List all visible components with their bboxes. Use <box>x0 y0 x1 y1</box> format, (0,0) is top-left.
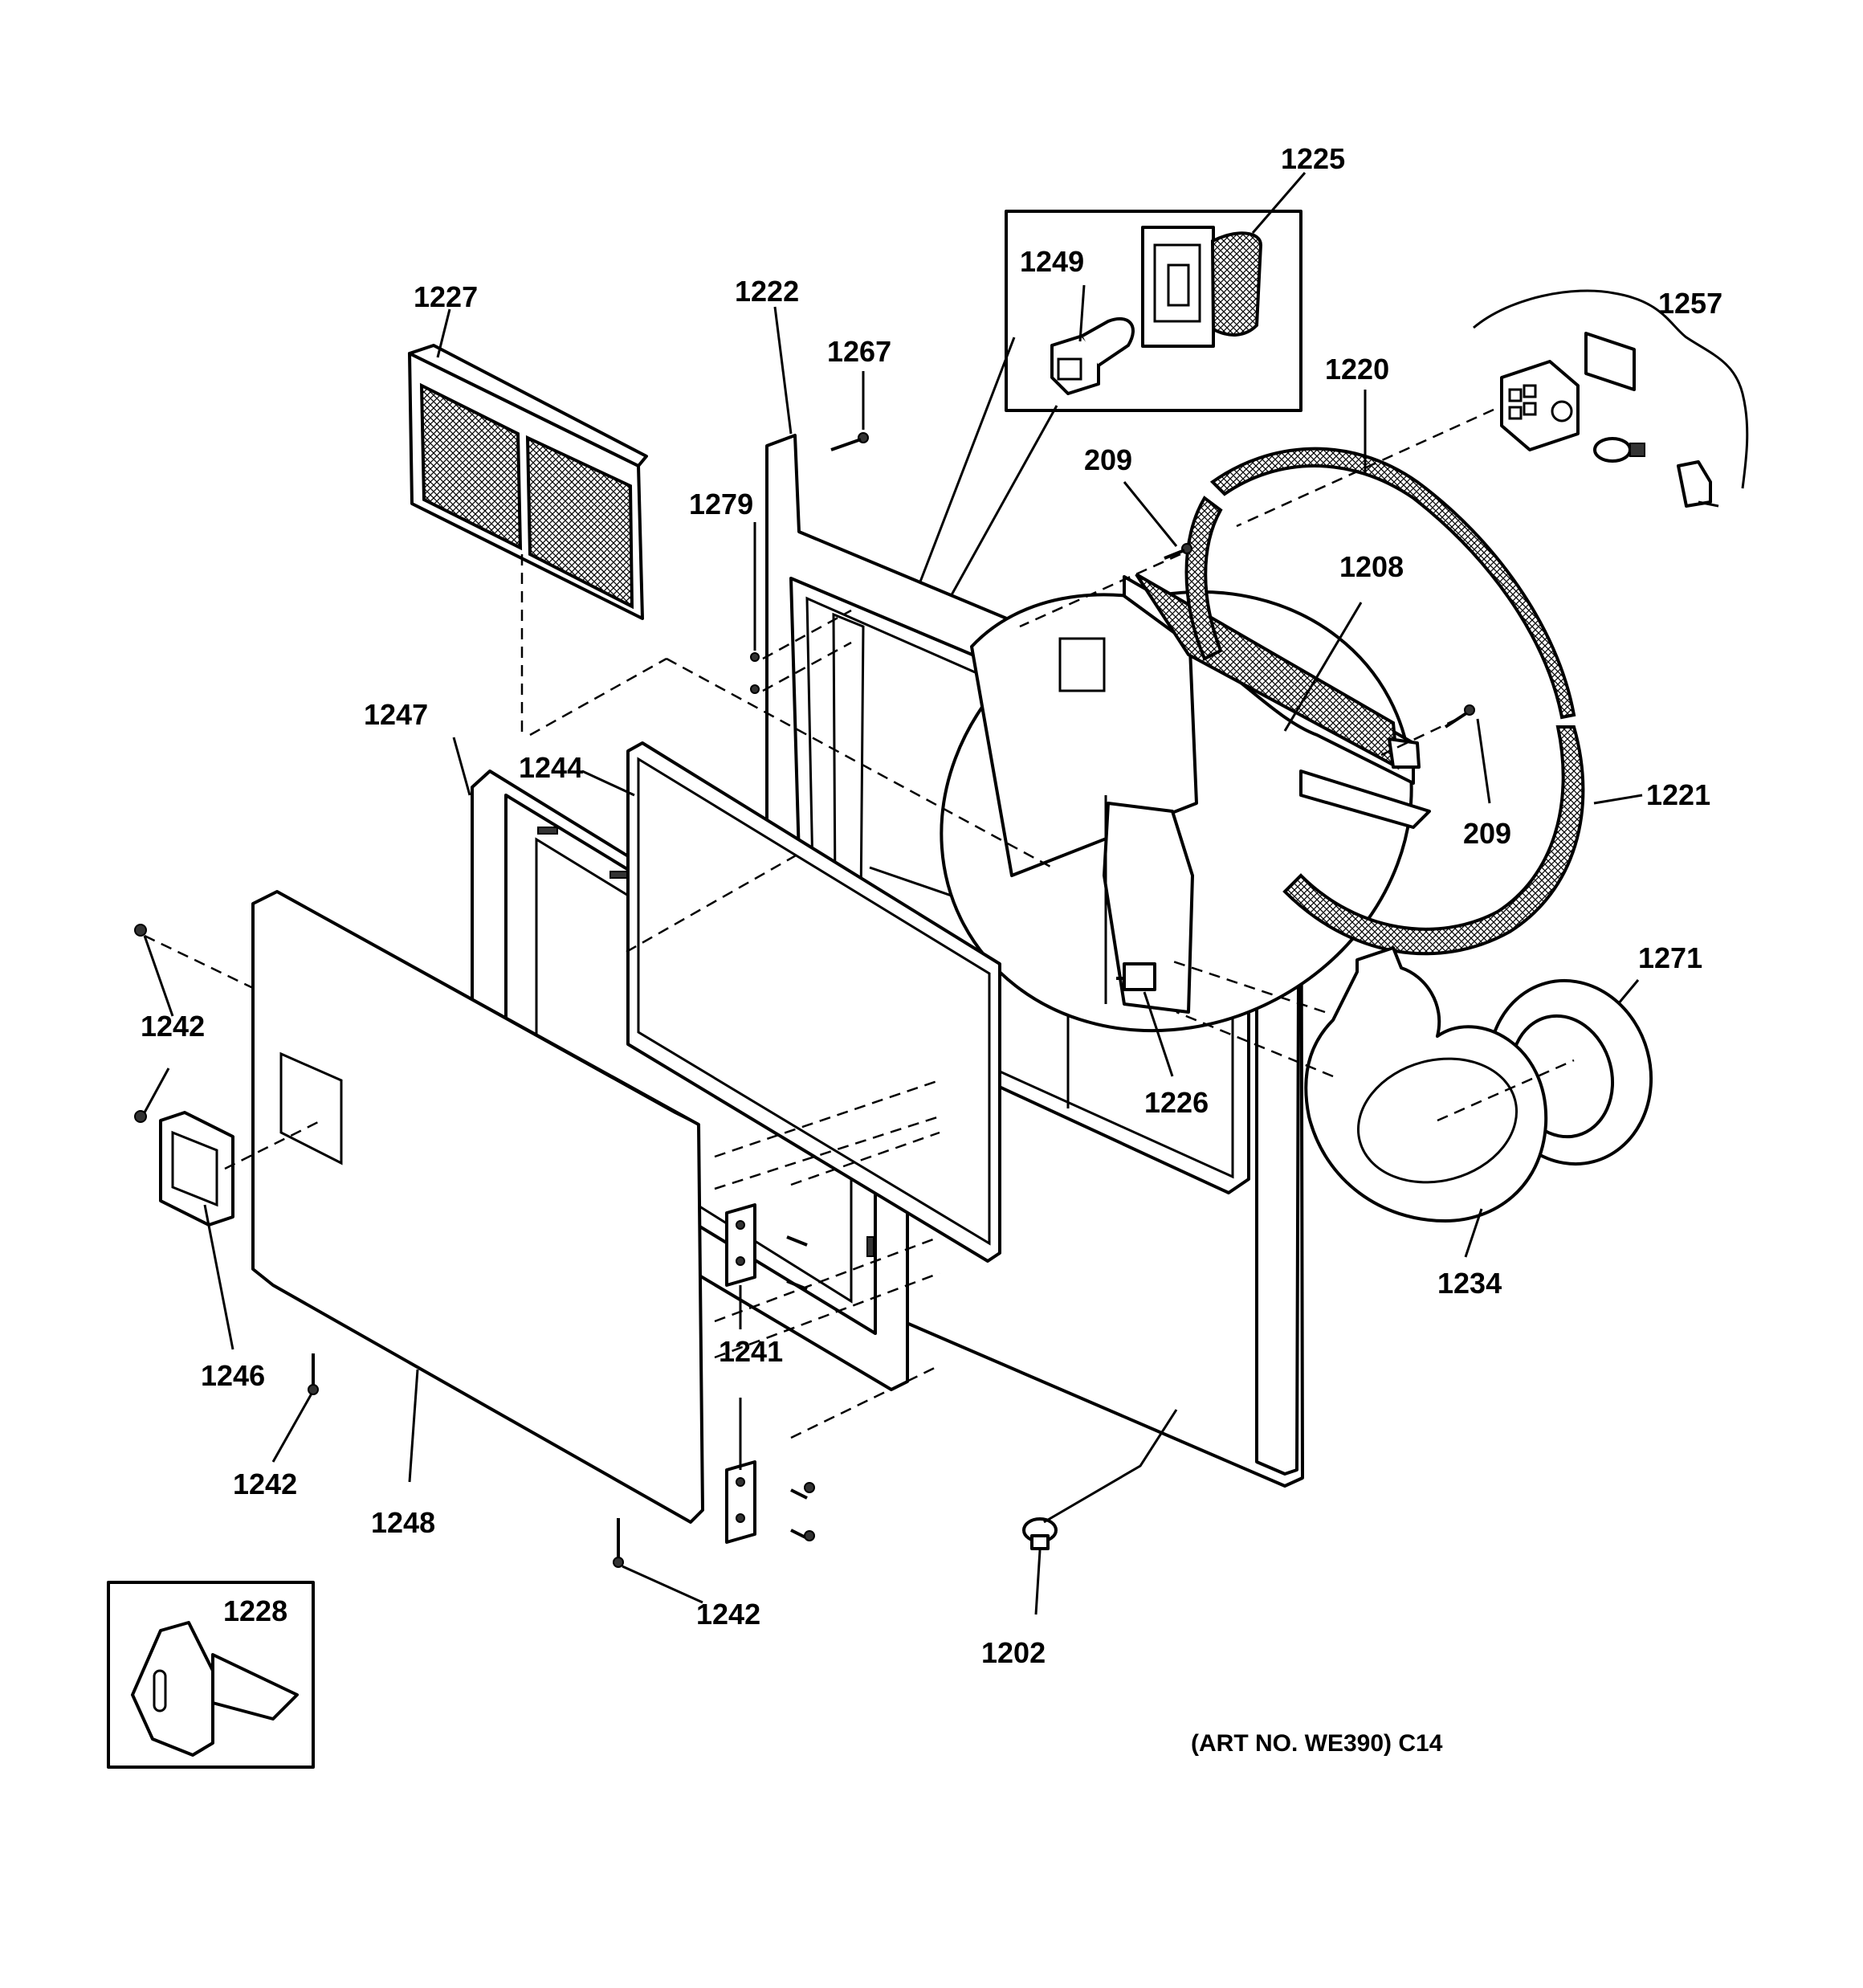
part-1241-hinge-lower <box>725 1460 808 1544</box>
part-1225-switch-housing <box>1141 226 1263 348</box>
label-1208: 1208 <box>1339 550 1404 583</box>
label-209-lower: 209 <box>1463 817 1511 850</box>
label-1241: 1241 <box>719 1335 783 1368</box>
label-1247: 1247 <box>364 698 428 731</box>
label-209-upper: 209 <box>1084 443 1132 476</box>
label-1248: 1248 <box>371 1506 435 1539</box>
label-1228: 1228 <box>223 1594 287 1627</box>
part-1220-front-seal <box>1209 447 1576 720</box>
inset-box-1228 <box>107 1581 315 1769</box>
label-1227: 1227 <box>414 280 478 313</box>
part-1221-felt-seal <box>1184 496 1585 956</box>
label-1242-left: 1242 <box>141 1010 205 1043</box>
label-1267: 1267 <box>827 335 891 368</box>
leader-lines <box>143 172 1643 1615</box>
label-1271: 1271 <box>1638 941 1702 974</box>
label-1226: 1226 <box>1144 1086 1209 1119</box>
label-1246: 1246 <box>201 1359 265 1392</box>
label-1279: 1279 <box>689 488 753 520</box>
label-1225: 1225 <box>1281 142 1345 175</box>
label-1221: 1221 <box>1646 778 1710 811</box>
assembly-dashed-lines <box>144 553 1575 1439</box>
part-1202-leveling-foot <box>1022 1517 1058 1550</box>
label-1220: 1220 <box>1325 353 1389 386</box>
label-1234: 1234 <box>1437 1267 1502 1300</box>
label-1257: 1257 <box>1658 287 1722 320</box>
part-1257-lamp-assembly <box>1236 289 1749 528</box>
part-1226-thermostat <box>1116 962 1156 991</box>
label-1202: 1202 <box>981 1636 1046 1669</box>
label-1222: 1222 <box>735 275 799 308</box>
label-1249: 1249 <box>1020 245 1084 278</box>
part-1227-lint-filter <box>408 344 648 735</box>
part-1244-door-gasket <box>626 741 1001 1263</box>
label-1242-bottom-left: 1242 <box>233 1468 297 1500</box>
part-1241-hinge-upper <box>725 1203 808 1291</box>
part-1248-outer-door <box>251 890 704 1524</box>
part-1246-door-handle <box>159 1111 234 1227</box>
label-1244: 1244 <box>519 751 583 784</box>
label-1242-bottom: 1242 <box>696 1598 760 1631</box>
part-labels: 1225 1249 1227 1222 1267 1257 1220 209 1… <box>141 142 1722 1757</box>
part-1249-switch <box>1050 316 1135 395</box>
art-number: (ART NO. WE390) C14 <box>1191 1730 1443 1757</box>
part-1234-blower-housing <box>1304 946 1548 1223</box>
